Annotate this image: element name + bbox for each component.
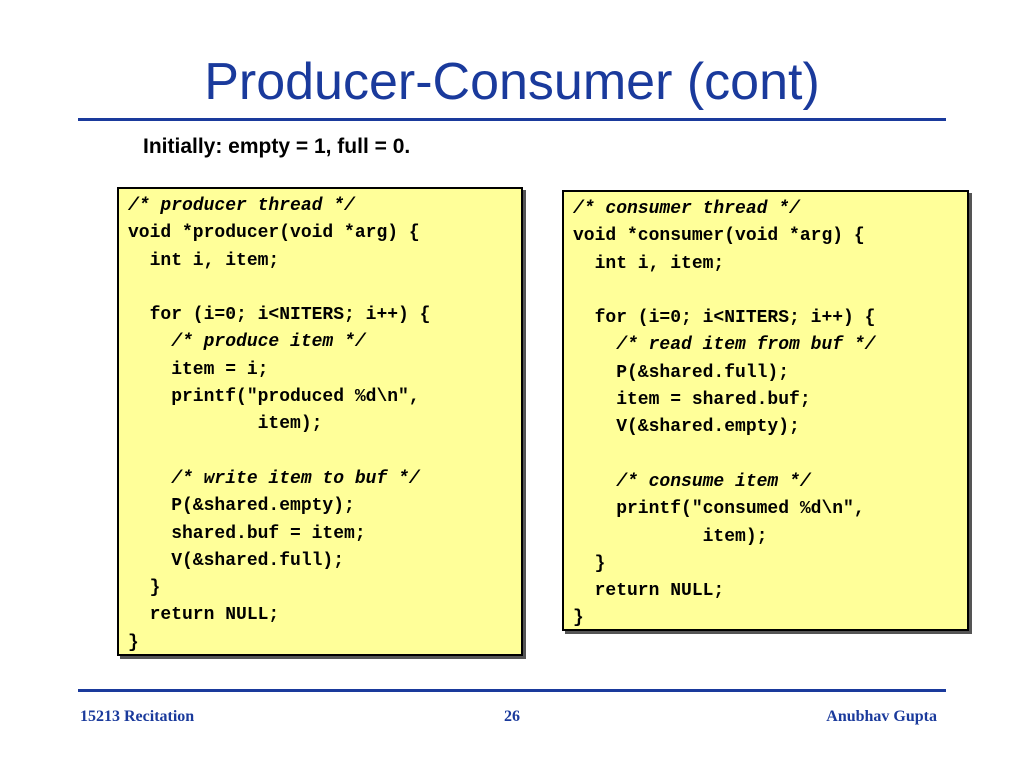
code-comment-line: /* read item from buf */ (573, 335, 876, 356)
code-comment-line: /* consume item */ (573, 471, 811, 492)
code-line: printf("produced %d\n", (128, 387, 420, 408)
code-line: } (128, 632, 139, 653)
code-line: } (573, 553, 606, 574)
code-line: return NULL; (128, 605, 280, 626)
code-line: int i, item; (128, 250, 280, 271)
code-line: int i, item; (573, 253, 725, 274)
code-line: shared.buf = item; (128, 523, 366, 544)
code-line: } (128, 578, 161, 599)
code-comment-line: /* consumer thread */ (573, 199, 800, 219)
code-line (573, 442, 967, 469)
footer-course: 15213 Recitation (80, 708, 195, 725)
code-line: item); (128, 414, 323, 435)
code-line (128, 275, 521, 302)
initial-values: Initially: empty = 1, full = 0. (143, 135, 411, 158)
code-comment-line: /* producer thread */ (128, 196, 355, 216)
consumer-code-box: /* consumer thread */ void *consumer(void… (562, 190, 969, 631)
slide-title: Producer-Consumer (cont) (204, 53, 820, 111)
footer-author: Anubhav Gupta (826, 708, 937, 725)
code-line: V(&shared.empty); (573, 417, 800, 438)
code-line: item = shared.buf; (573, 390, 811, 411)
code-line: printf("consumed %d\n", (573, 499, 865, 520)
footer-page-number: 26 (504, 708, 520, 725)
code-line: P(&shared.empty); (128, 496, 355, 517)
footer-divider (78, 689, 946, 692)
code-line: for (i=0; i<NITERS; i++) { (573, 308, 876, 329)
code-comment-line: /* produce item */ (128, 332, 366, 353)
code-comment-line: /* write item to buf */ (128, 468, 420, 489)
code-line (128, 439, 521, 466)
code-line: P(&shared.full); (573, 362, 790, 383)
code-line: } (573, 608, 584, 629)
code-line: void *consumer(void *arg) { (573, 226, 865, 247)
title-divider (78, 118, 946, 121)
code-line: item = i; (128, 359, 269, 380)
code-line: V(&shared.full); (128, 550, 345, 571)
code-line: for (i=0; i<NITERS; i++) { (128, 305, 431, 326)
code-line (573, 278, 967, 305)
code-line: item); (573, 526, 768, 547)
code-line: void *producer(void *arg) { (128, 223, 420, 244)
producer-code-box: /* producer thread */ void *producer(void… (117, 187, 523, 656)
code-line: return NULL; (573, 581, 725, 602)
